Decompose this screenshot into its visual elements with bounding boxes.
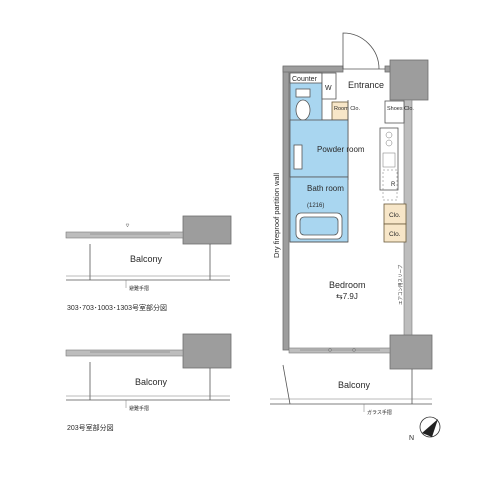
entrance-door-swing: [342, 32, 380, 70]
inset-1-marker: [125, 223, 130, 228]
inset-1-caption: 303･703･1003･1303号室部分図: [67, 303, 167, 312]
closet-lower-label: Clo.: [389, 231, 401, 238]
washbasin: [293, 144, 303, 170]
main-unit: Counter W Entrance Room Clo. Shoes Clo. …: [270, 32, 433, 416]
entrance-label: Entrance: [348, 80, 384, 90]
stove-burner-1: [385, 131, 393, 139]
inset-1-wall: [65, 231, 184, 239]
shoes-clo-label: Shoes Clo.: [387, 106, 414, 112]
balcony-main-label: Balcony: [338, 380, 371, 390]
inset-2-wall: [65, 349, 184, 357]
bedroom-label: Bedroom: [329, 280, 366, 290]
north-arrow: N: [409, 416, 441, 442]
right-column-top: [389, 59, 429, 101]
inset-2-caption: 203号室部分図: [67, 423, 114, 432]
fridge-space: [382, 169, 398, 201]
balcony-left-edge: [282, 364, 291, 405]
closet-lower: [383, 223, 407, 243]
inset-2-note: 避難手摺: [129, 405, 149, 412]
sleeve-note: エアコン用スリーブ: [397, 264, 404, 305]
inset-2-balcony-label: Balcony: [135, 377, 168, 387]
stove-burner-2: [385, 139, 393, 147]
inset-2-column: [182, 333, 232, 369]
counter-label: Counter: [292, 76, 318, 83]
kitchen-sink: [382, 152, 396, 168]
bath-label: Bath room: [307, 184, 344, 193]
left-wall: [282, 66, 290, 351]
closet-upper-label: Clo.: [389, 212, 401, 219]
fridge-r-label: R: [391, 182, 396, 188]
w-box: [321, 72, 337, 100]
room-clo-label: Room Clo.: [334, 106, 360, 112]
window-mark-1: [328, 348, 332, 352]
compass-needle-icon: [422, 419, 438, 437]
toilet-tank: [295, 88, 311, 98]
bath-size: (1216): [307, 203, 324, 209]
kitchen-counter: [379, 127, 399, 191]
window-mark-2: [352, 348, 356, 352]
top-wall-left: [282, 65, 344, 73]
compass-letter: N: [409, 435, 414, 442]
powder-label: Powder room: [317, 145, 365, 154]
inset-1-note: 避難手摺: [129, 285, 149, 292]
inset-1-column: [182, 215, 232, 245]
shoes-closet: [384, 100, 405, 124]
inset-1: Balcony 避難手摺 303･703･1003･1303号室部分図: [65, 215, 232, 312]
bedroom-size: ⇆7.9J: [336, 292, 358, 301]
w-label: W: [325, 85, 332, 92]
bathtub-inner: [299, 216, 339, 236]
inset-2: Balcony 避難手摺 203号室部分図: [65, 333, 232, 432]
right-column-bottom: [389, 334, 433, 370]
toilet-bowl: [295, 99, 311, 121]
partition-wall-label: Dry fireproof partition wall: [272, 173, 281, 258]
inset-1-balcony-label: Balcony: [130, 254, 163, 264]
window-strip: [288, 347, 391, 354]
glass-note: ガラス手摺: [367, 409, 392, 416]
